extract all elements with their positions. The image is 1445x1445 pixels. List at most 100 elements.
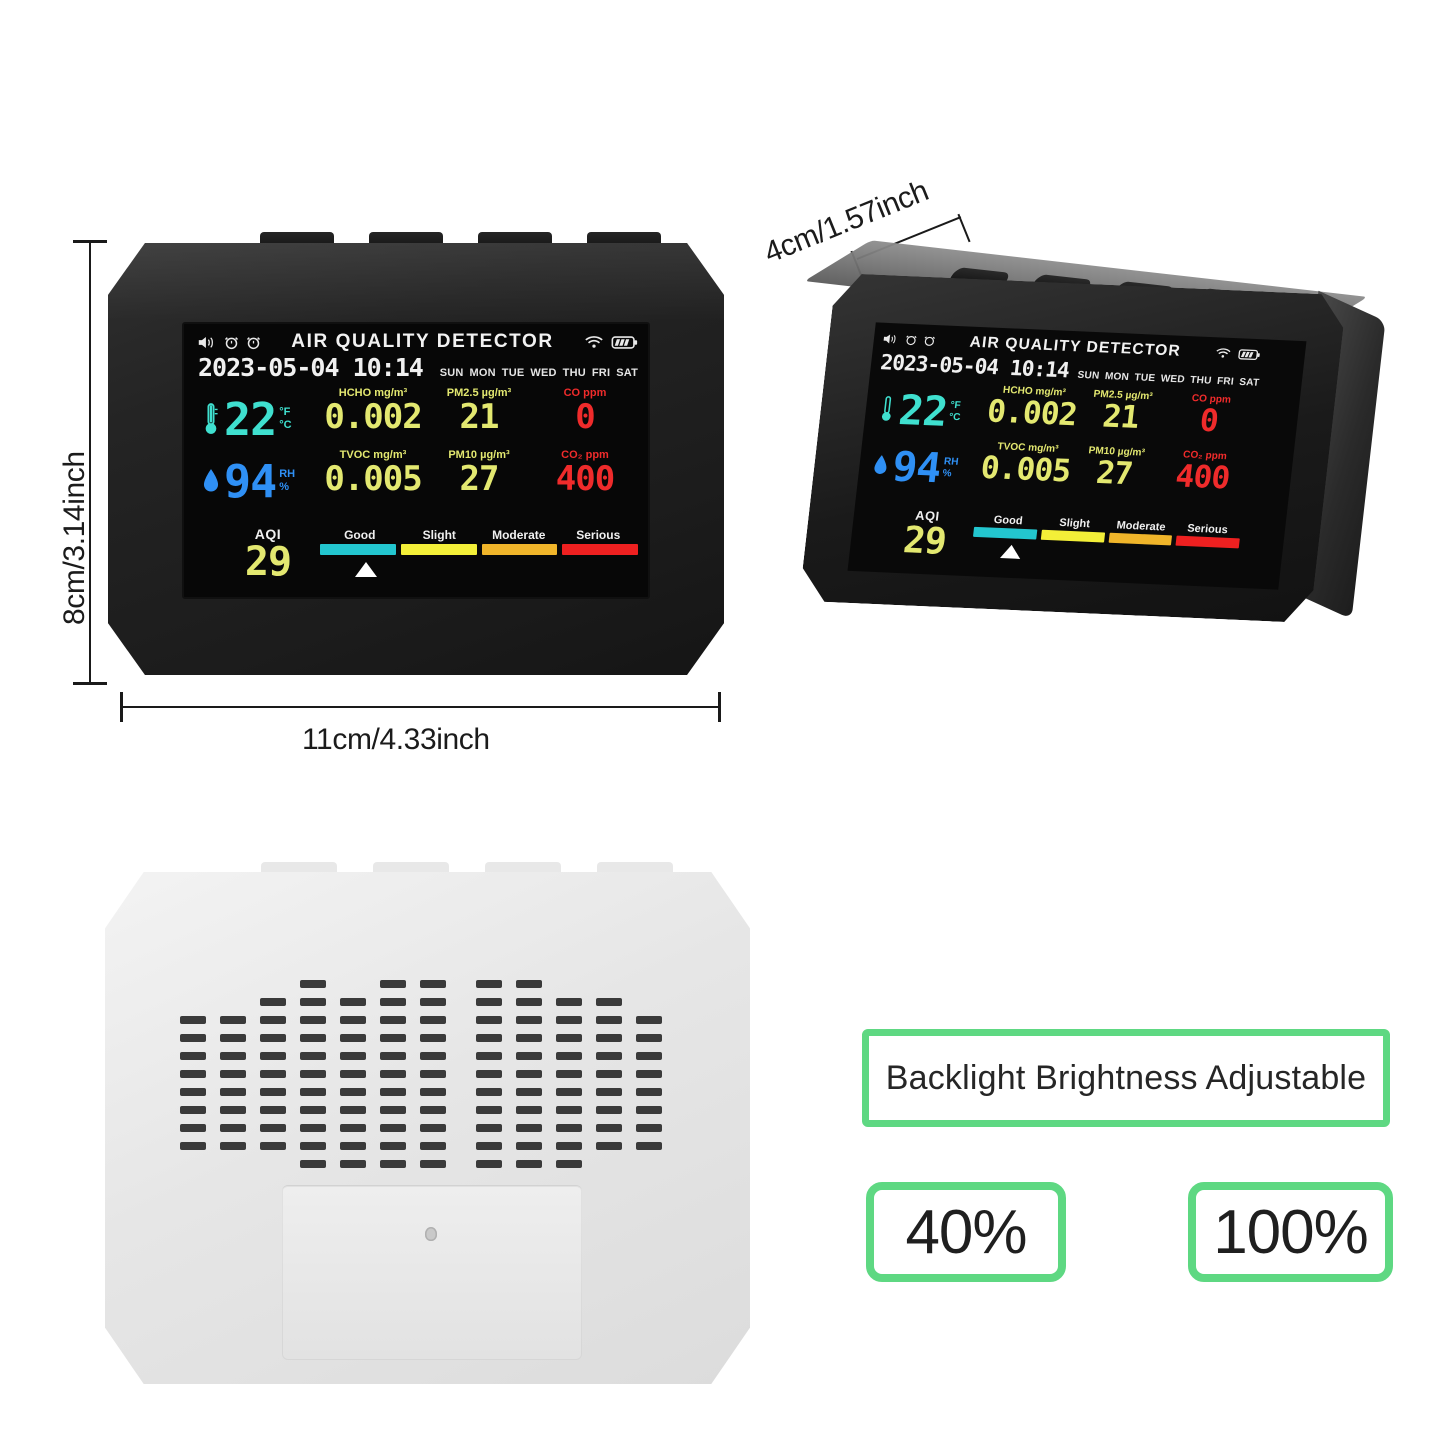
alarm-clock-icon bbox=[224, 335, 239, 350]
metric-pm10: PM10 µg/m³ 27 bbox=[448, 449, 510, 512]
rear-top-button-3[interactable] bbox=[485, 862, 561, 874]
temperature-unit-c: °C bbox=[279, 419, 292, 431]
device-angled-view: AIR QUALITY DETECTOR 2023-05-04 10:14 SU… bbox=[800, 240, 1400, 715]
lcd-readings-grid-angled: 22 °F °C 94 RH bbox=[864, 380, 1256, 520]
alarm-clock-icon-angled-2 bbox=[923, 334, 936, 346]
aqi-scale-labels: Good Slight Moderate Serious bbox=[320, 528, 638, 542]
environment-column: 22 °F °C 94 RH % bbox=[198, 388, 320, 524]
metric-pm25-value-angled: 21 bbox=[1100, 397, 1141, 436]
feature-headline-text: Backlight Brightness Adjustable bbox=[885, 1058, 1367, 1097]
top-button-3[interactable] bbox=[478, 232, 552, 246]
width-dimension-cap-left bbox=[120, 692, 123, 722]
feature-headline-box: Backlight Brightness Adjustable bbox=[862, 1029, 1390, 1127]
scale-bar-slight bbox=[400, 544, 477, 555]
speaker-icon bbox=[198, 335, 217, 350]
metric-co2-value-angled: 400 bbox=[1173, 457, 1232, 497]
metric-tvoc: TVOC mg/m³ 0.005 bbox=[324, 449, 422, 512]
vent-column bbox=[180, 1016, 206, 1160]
weekday-wed-angled: WED bbox=[1160, 373, 1186, 386]
vent-column bbox=[636, 1016, 662, 1160]
weekday-mon-angled: MON bbox=[1104, 370, 1130, 383]
metric-pm10-label: PM10 µg/m³ bbox=[448, 449, 510, 461]
rear-top-button-4[interactable] bbox=[597, 862, 673, 874]
lcd-screen-front: AIR QUALITY DETECTOR 2023-05-04 10:14 SU… bbox=[182, 322, 650, 599]
scale-bar-moderate bbox=[481, 544, 558, 555]
lcd-datetime-angled: 2023-05-04 10:14 bbox=[879, 350, 1071, 383]
device-rear-top-buttons[interactable] bbox=[105, 862, 750, 874]
top-button-4[interactable] bbox=[587, 232, 661, 246]
pm-column: PM2.5 µg/m³ 21 PM10 µg/m³ 27 bbox=[426, 387, 532, 524]
metric-pm25-value: 21 bbox=[459, 396, 500, 437]
device-top-buttons-front[interactable] bbox=[108, 232, 724, 246]
lcd-aqi-row: AQI 29 Good Slight Moderate Serious bbox=[198, 526, 638, 597]
battery-panel-screw bbox=[425, 1227, 437, 1241]
top-button-1[interactable] bbox=[260, 232, 334, 246]
scale-label-serious-angled: Serious bbox=[1186, 521, 1229, 536]
vent-column bbox=[420, 980, 446, 1178]
metric-tvoc-value-angled: 0.005 bbox=[978, 449, 1073, 490]
lcd-screen-angled: AIR QUALITY DETECTOR 2023-05-04 10:14 SU… bbox=[847, 322, 1307, 590]
metric-co2-label: CO₂ ppm bbox=[561, 449, 609, 461]
temperature-units-angled: °F °C bbox=[948, 400, 962, 424]
lcd-date-row: 2023-05-04 10:14 SUN MON TUE WED THU FRI… bbox=[198, 353, 638, 382]
environment-column-angled: 22 °F °C 94 RH bbox=[864, 380, 990, 509]
weekday-thu: THU bbox=[562, 367, 586, 379]
humidity-units: RH % bbox=[279, 468, 295, 494]
lcd-title: AIR QUALITY DETECTOR bbox=[291, 331, 554, 352]
weekday-tue-angled: TUE bbox=[1133, 372, 1156, 384]
scale-label-good: Good bbox=[344, 528, 376, 542]
rear-top-button-2[interactable] bbox=[373, 862, 449, 874]
humidity-unit-rh: RH bbox=[279, 468, 296, 481]
height-dimension-cap-bottom bbox=[73, 682, 107, 685]
top-button-2[interactable] bbox=[369, 232, 443, 246]
temperature-value-angled: 22 bbox=[896, 385, 950, 436]
humidity-unit-pct: % bbox=[279, 481, 289, 493]
brightness-level-40-text: 40% bbox=[905, 1197, 1027, 1267]
metric-hcho-label: HCHO mg/m³ bbox=[338, 387, 408, 399]
wifi-icon bbox=[584, 335, 604, 349]
vent-column bbox=[340, 998, 366, 1178]
metric-hcho-value-angled: 0.002 bbox=[985, 392, 1079, 433]
humidity-value: 94 bbox=[224, 454, 277, 508]
lcd-header-row-angled: AIR QUALITY DETECTOR bbox=[882, 328, 1262, 364]
water-drop-icon-angled bbox=[868, 454, 894, 477]
alarm-clock-icon-2 bbox=[246, 335, 261, 350]
thermometer-icon-angled bbox=[874, 395, 901, 423]
width-dimension-line bbox=[120, 706, 720, 708]
water-drop-icon bbox=[198, 468, 224, 494]
aqi-value-angled: 29 bbox=[901, 519, 949, 563]
vent-column bbox=[380, 980, 406, 1178]
scale-label-good-angled: Good bbox=[993, 513, 1024, 528]
pm-column-angled: PM2.5 µg/m³ 21 PM10 µg/m³ 27 bbox=[1065, 389, 1167, 516]
metric-co-value-angled: 0 bbox=[1197, 402, 1220, 440]
metric-pm25-label: PM2.5 µg/m³ bbox=[446, 387, 512, 399]
scale-label-serious: Serious bbox=[576, 528, 621, 542]
temperature-unit-f-angled: °F bbox=[949, 399, 962, 412]
brightness-level-40-box[interactable]: 40% bbox=[866, 1182, 1066, 1282]
weekday-thu-angled: THU bbox=[1189, 374, 1213, 387]
scale-bar-moderate-angled bbox=[1108, 532, 1173, 546]
metric-pm10-value: 27 bbox=[459, 458, 500, 499]
speaker-icon-angled bbox=[883, 332, 900, 344]
metric-pm25: PM2.5 µg/m³ 21 bbox=[446, 387, 512, 450]
rear-top-button-1[interactable] bbox=[261, 862, 337, 874]
temperature-units: °F °C bbox=[279, 406, 291, 432]
weekday-sat-angled: SAT bbox=[1238, 376, 1260, 389]
lcd-datetime: 2023-05-04 10:14 bbox=[198, 353, 424, 382]
brightness-level-100-box[interactable]: 100% bbox=[1188, 1182, 1393, 1282]
scale-bar-slight-angled bbox=[1040, 529, 1105, 543]
scale-bar-serious-angled bbox=[1175, 535, 1240, 549]
aqi-label: AQI bbox=[254, 526, 282, 542]
scale-bar-good-angled bbox=[972, 526, 1038, 540]
lcd-weekday-row-angled: SUN MON TUE WED THU FRI SAT bbox=[1077, 370, 1260, 392]
wifi-icon-angled bbox=[1214, 347, 1232, 359]
aqi-reading-angled: AQI 29 bbox=[858, 506, 976, 563]
brightness-level-100-text: 100% bbox=[1213, 1197, 1369, 1267]
metric-pm10-value-angled: 27 bbox=[1094, 454, 1135, 493]
hcho-tvoc-column: HCHO mg/m³ 0.002 TVOC mg/m³ 0.005 bbox=[320, 387, 426, 524]
lcd-readings-grid: 22 °F °C 94 RH % bbox=[198, 387, 638, 524]
height-dimension-cap-top bbox=[73, 240, 107, 243]
triangle-up-marker-angled bbox=[999, 544, 1022, 559]
height-dimension-line bbox=[89, 240, 91, 685]
temperature-reading: 22 °F °C bbox=[198, 388, 320, 450]
